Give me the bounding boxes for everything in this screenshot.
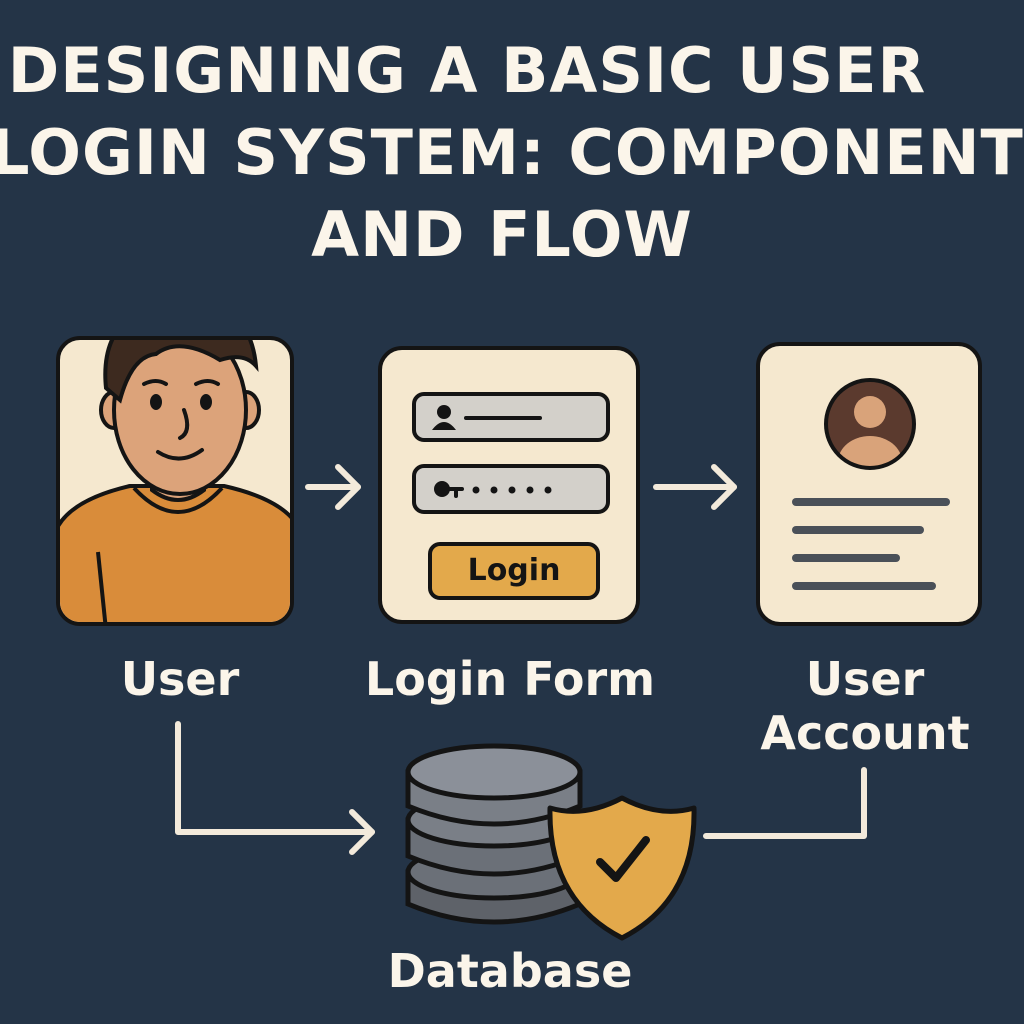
account-detail-lines [792,498,950,590]
avatar-icon [824,378,916,470]
password-dots [472,486,552,494]
shield-check-icon [547,795,697,941]
login-form-card: Login [378,346,640,624]
arrow-form-to-account [653,464,737,510]
user-icon [432,405,542,430]
title-line-3: and Flow [311,198,693,271]
person-illustration [60,340,290,622]
node-label-database: Database [387,944,633,998]
diagram-title: Designing a Basic User Login System: Com… [0,30,1024,276]
user-card [56,336,294,626]
node-label-user: User [120,652,240,706]
title-line-1: Designing a Basic User [7,34,927,107]
node-label-user-account: User Account [760,652,970,760]
password-field[interactable] [412,464,610,514]
username-field[interactable] [412,392,610,442]
title-line-2: Login System: Components [0,116,1024,189]
login-button[interactable]: Login [428,542,600,600]
connector-account-to-database [703,767,867,839]
key-icon [434,481,552,498]
node-label-login-form: Login Form [364,652,656,706]
user-account-card [756,342,982,626]
database-icon [405,743,583,925]
arrow-user-to-form [305,464,361,510]
connector-user-to-database [175,721,375,855]
